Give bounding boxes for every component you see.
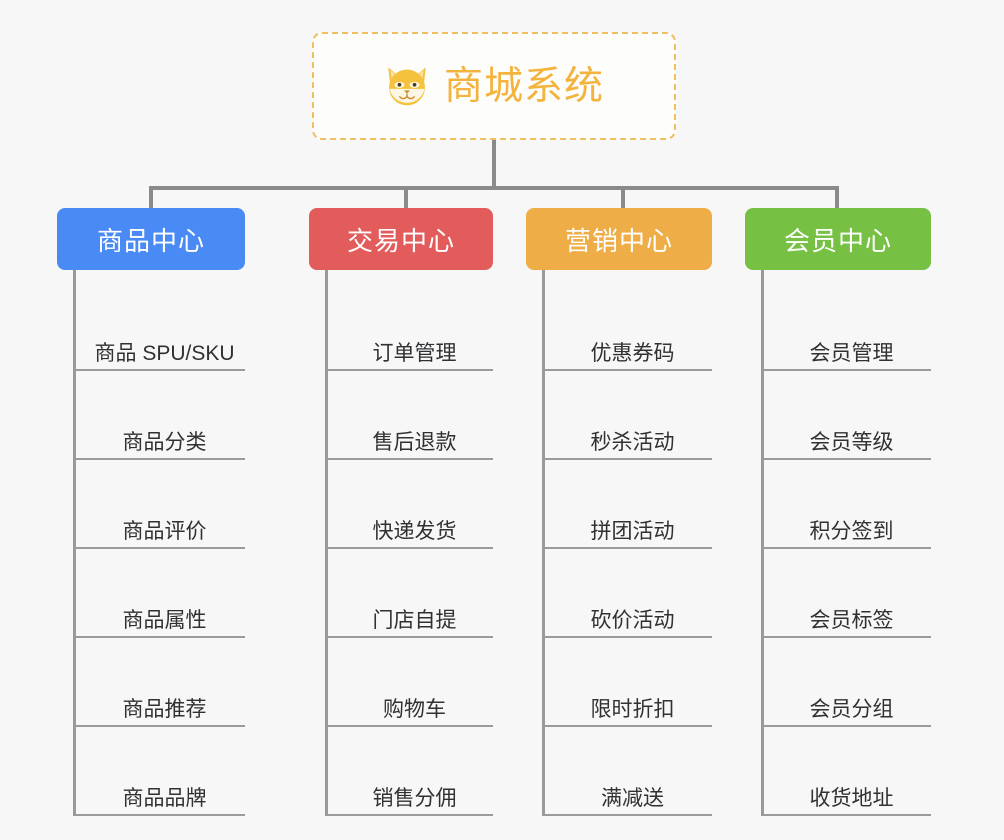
connector-root-vertical [492, 140, 496, 188]
list-item[interactable]: 砍价活动 [545, 549, 712, 638]
leaf-label: 订单管理 [372, 341, 457, 365]
connector-drop-marketing-center [621, 186, 625, 208]
category-box-member-center[interactable]: 会员中心 [745, 208, 931, 270]
list-item[interactable]: 会员分组 [764, 638, 931, 727]
leaf-label: 售后退款 [372, 430, 457, 454]
column-marketing-center: 营销中心 优惠券码 秒杀活动 拼团活动 砍价活动 限时折扣 满减送 [526, 208, 712, 816]
root-node-title: 商城系统 [443, 64, 604, 108]
leaf-label: 会员标签 [809, 608, 894, 632]
leaf-label: 会员管理 [809, 341, 894, 365]
list-item[interactable]: 限时折扣 [545, 638, 712, 727]
column-trade-center: 交易中心 订单管理 售后退款 快递发货 门店自提 购物车 销售分佣 [309, 208, 493, 816]
leaf-label: 拼团活动 [590, 519, 675, 543]
list-item[interactable]: 拼团活动 [545, 460, 712, 549]
leaf-label: 优惠券码 [590, 341, 675, 365]
list-item[interactable]: 售后退款 [328, 371, 493, 460]
list-item[interactable]: 商品品牌 [76, 727, 245, 816]
list-item[interactable]: 积分签到 [764, 460, 931, 549]
list-item[interactable]: 门店自提 [328, 549, 493, 638]
list-item[interactable]: 会员标签 [764, 549, 931, 638]
leaf-label: 购物车 [383, 697, 446, 721]
leaf-label: 限时折扣 [590, 697, 675, 721]
leaf-label: 收货地址 [809, 786, 894, 810]
leaf-list-member-center: 会员管理 会员等级 积分签到 会员标签 会员分组 收货地址 [761, 270, 931, 816]
leaf-label: 商品品牌 [122, 786, 207, 810]
leaf-label: 秒杀活动 [590, 430, 675, 454]
leaf-label: 门店自提 [372, 608, 457, 632]
connector-drop-product-center [149, 186, 153, 208]
column-member-center: 会员中心 会员管理 会员等级 积分签到 会员标签 会员分组 收货地址 [745, 208, 931, 816]
leaf-list-marketing-center: 优惠券码 秒杀活动 拼团活动 砍价活动 限时折扣 满减送 [542, 270, 712, 816]
root-node-mall-system[interactable]: 商城系统 [312, 32, 676, 140]
leaf-label: 会员等级 [809, 430, 894, 454]
list-item[interactable]: 购物车 [328, 638, 493, 727]
leaf-label: 商品属性 [122, 608, 207, 632]
leaf-label: 满减送 [601, 786, 664, 810]
list-item[interactable]: 商品 SPU/SKU [76, 282, 245, 371]
leaf-label: 会员分组 [809, 697, 894, 721]
category-box-trade-center[interactable]: 交易中心 [309, 208, 493, 270]
connector-horizontal-bus [149, 186, 839, 190]
list-item[interactable]: 商品推荐 [76, 638, 245, 727]
list-item[interactable]: 收货地址 [764, 727, 931, 816]
list-item[interactable]: 订单管理 [328, 282, 493, 371]
connector-drop-trade-center [404, 186, 408, 208]
list-item[interactable]: 满减送 [545, 727, 712, 816]
list-item[interactable]: 会员管理 [764, 282, 931, 371]
list-item[interactable]: 销售分佣 [328, 727, 493, 816]
list-item[interactable]: 快递发货 [328, 460, 493, 549]
leaf-list-trade-center: 订单管理 售后退款 快递发货 门店自提 购物车 销售分佣 [325, 270, 493, 816]
leaf-label: 销售分佣 [372, 786, 457, 810]
list-item[interactable]: 商品分类 [76, 371, 245, 460]
leaf-list-product-center: 商品 SPU/SKU 商品分类 商品评价 商品属性 商品推荐 商品品牌 [73, 270, 245, 816]
column-product-center: 商品中心 商品 SPU/SKU 商品分类 商品评价 商品属性 商品推荐 商品品牌 [57, 208, 245, 816]
category-box-marketing-center[interactable]: 营销中心 [526, 208, 712, 270]
list-item[interactable]: 优惠券码 [545, 282, 712, 371]
leaf-label: 商品分类 [122, 430, 207, 454]
leaf-label: 商品 SPU/SKU [94, 341, 235, 365]
shiba-dog-icon [388, 67, 426, 106]
connector-drop-member-center [835, 186, 839, 208]
leaf-label: 积分签到 [809, 519, 894, 543]
list-item[interactable]: 商品属性 [76, 549, 245, 638]
leaf-label: 快递发货 [372, 519, 457, 543]
list-item[interactable]: 商品评价 [76, 460, 245, 549]
leaf-label: 商品推荐 [122, 697, 207, 721]
list-item[interactable]: 秒杀活动 [545, 371, 712, 460]
leaf-label: 商品评价 [122, 519, 207, 543]
leaf-label: 砍价活动 [590, 608, 675, 632]
list-item[interactable]: 会员等级 [764, 371, 931, 460]
category-box-product-center[interactable]: 商品中心 [57, 208, 245, 270]
